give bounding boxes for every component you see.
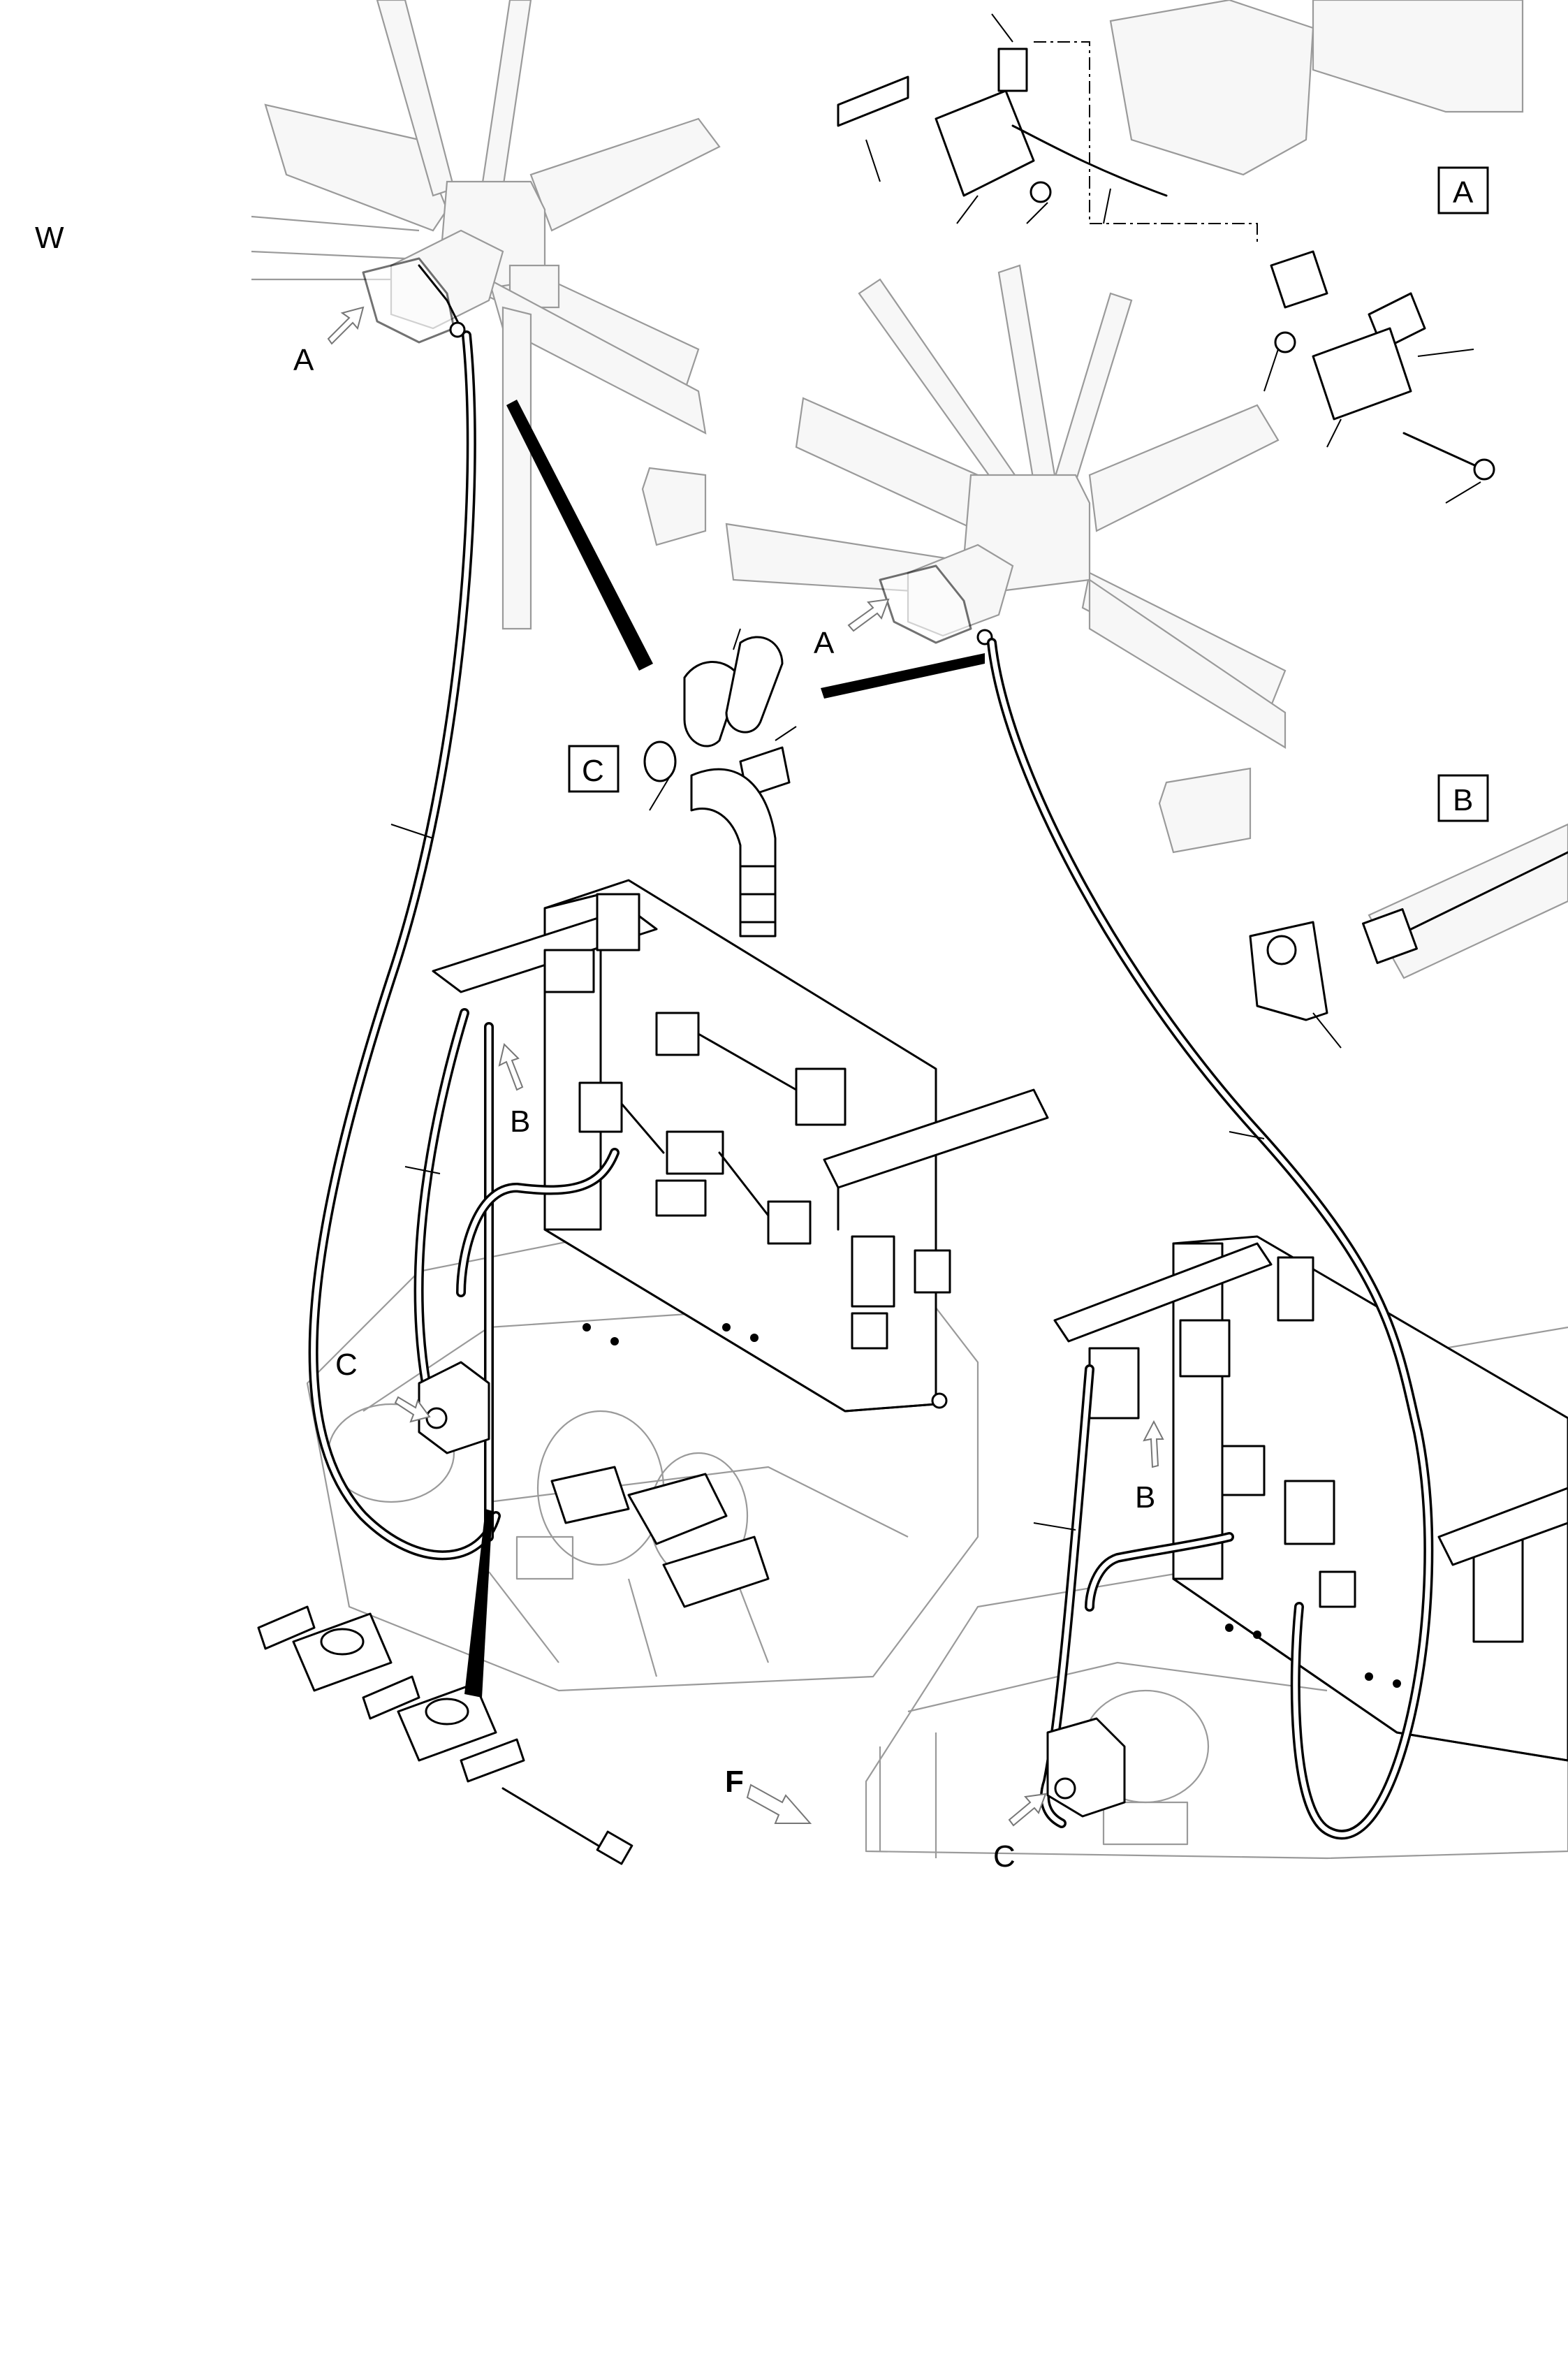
arrow-a-right <box>847 598 890 632</box>
detail-b-label: B <box>1453 783 1473 817</box>
arrow-c-right-label: C <box>993 1839 1016 1874</box>
valve-manifold-right <box>1053 1235 1568 1762</box>
hose-main-right <box>987 638 1434 1840</box>
arrow-a-left <box>327 306 365 345</box>
detail-b-box: B <box>1437 774 1489 822</box>
detail-a-fittings <box>837 0 1524 504</box>
arrow-f <box>746 1783 812 1824</box>
arrow-c-left <box>394 1396 431 1423</box>
detail-a-label: A <box>1453 175 1474 210</box>
arrow-b-left-label: B <box>510 1104 530 1139</box>
arrow-c-left-label: C <box>335 1348 358 1382</box>
detail-c-label: C <box>582 754 604 788</box>
engine-block-left <box>306 1228 979 1692</box>
arrow-b-right-label: B <box>1135 1480 1155 1515</box>
clamp-detail <box>257 1605 633 1865</box>
arrow-c-right <box>1008 1793 1047 1827</box>
arrow-a-left-label: A <box>293 343 314 377</box>
detail-a-box: A <box>1437 166 1489 214</box>
arrow-b-left <box>498 1043 524 1091</box>
fan-assembly-right <box>725 264 1287 854</box>
arrow-f-label: F <box>725 1765 744 1799</box>
view-label-w: W <box>35 221 64 255</box>
leader-lines <box>390 824 1265 1531</box>
detail-c-flange <box>643 628 797 938</box>
fan-motor-right <box>1046 1717 1126 1818</box>
detail-c-box: C <box>568 745 620 793</box>
callout-wedges <box>464 400 985 1698</box>
fan-assembly-left <box>251 0 721 630</box>
hose-secondary-right <box>1040 1364 1234 1828</box>
hose-main-left <box>308 330 501 1561</box>
arrow-b-right <box>1143 1420 1164 1468</box>
detail-b-elbow <box>1249 823 1568 1049</box>
fan-motor-left <box>418 1361 490 1454</box>
valve-manifold-left <box>432 879 1049 1413</box>
arrow-a-right-label: A <box>814 626 835 660</box>
